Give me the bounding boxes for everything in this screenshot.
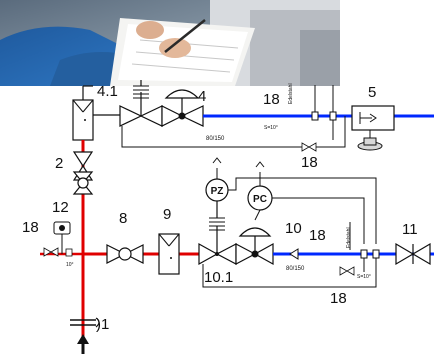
label-11: 11 (402, 221, 418, 238)
label-9: 9 (163, 206, 171, 223)
valve-8 (106, 244, 144, 264)
pc-instrument: PC (247, 161, 273, 221)
pz-label: PZ (211, 186, 224, 197)
label-5: 5 (368, 84, 376, 101)
flow-direction-arrow (77, 334, 89, 344)
pc-label: PC (253, 194, 267, 205)
valve-11 (395, 242, 431, 266)
slope-left: 10° (66, 262, 74, 268)
pz-instrument: PZ (205, 157, 229, 202)
edelstahl-right: Edelstahl (346, 227, 352, 248)
label-10: 10 (285, 220, 302, 237)
slope-right: S=10° (357, 274, 371, 280)
label-4: 4 (198, 88, 206, 105)
label-18-mid: 18 (301, 154, 318, 171)
label-4-1: 4.1 (97, 83, 118, 100)
label-18-right: 18 (309, 227, 326, 244)
label-18-left: 18 (22, 219, 39, 236)
slope-top: S=10° (264, 125, 278, 131)
range-bottom: 80/150 (286, 266, 305, 272)
label-8: 8 (119, 210, 127, 227)
gauge-18-left (40, 221, 83, 257)
label-18-top: 18 (263, 91, 280, 108)
device-5 (351, 105, 395, 151)
range-top: 80/150 (206, 136, 225, 142)
photo-strip (0, 0, 340, 86)
label-10-1: 10.1 (204, 269, 233, 286)
insulating-joint-1 (70, 317, 100, 328)
valve-10-1 (198, 200, 237, 266)
filter-9 (158, 233, 180, 275)
regulator-4 (161, 89, 204, 127)
valve-4-1 (119, 80, 163, 127)
label-2: 2 (55, 155, 63, 172)
filter-box-top (72, 99, 94, 141)
label-12: 12 (52, 199, 69, 216)
label-18-bottom: 18 (330, 290, 347, 307)
test-valve-top (301, 142, 317, 152)
label-1: )1 (96, 316, 109, 333)
edelstahl-top: Edelstahl (288, 83, 294, 104)
valve-12 (72, 171, 94, 195)
regulator-10 (235, 227, 274, 266)
test-valve-right (339, 266, 355, 276)
